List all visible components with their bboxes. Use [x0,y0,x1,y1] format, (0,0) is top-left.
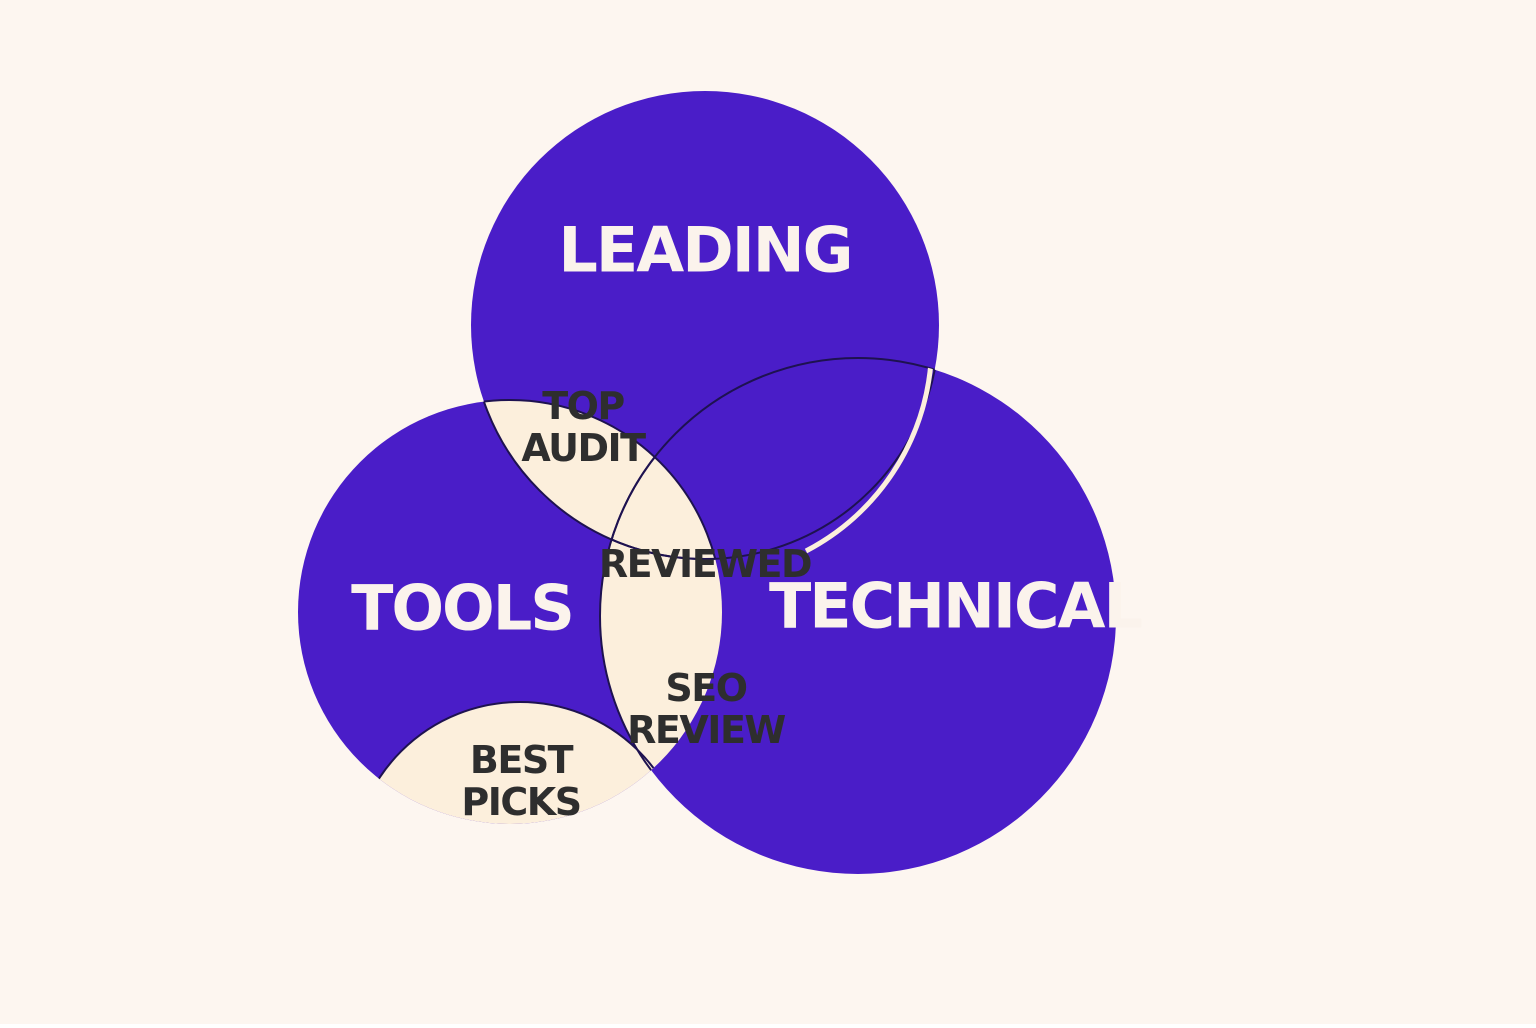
overlap-top-left [471,400,722,559]
outline-bottom-lens [351,701,689,824]
label-best-picks-line2: PICKS [461,780,580,824]
label-best-picks-line1: BEST [470,738,574,782]
label-tools: TOOLS [351,572,573,645]
label-seo-review-line2: REVIEW [627,708,785,752]
overlap-left-bottom [352,702,688,824]
outline-right-in-top [599,357,939,559]
label-top-audit-line2: AUDIT [521,426,646,470]
seam-arc [804,361,934,554]
label-technical: TECHNICAL [769,570,1141,643]
circle-right [600,358,1116,874]
outline-right-in-left [599,400,722,824]
label-leading: LEADING [558,214,851,287]
outline-top-in-right [600,358,940,560]
outline-left-in-top [471,399,723,559]
label-top-audit-line1: TOP [542,384,624,428]
label-reviewed: REVIEWED [599,542,811,586]
label-seo-review-line1: SEO [665,666,746,710]
